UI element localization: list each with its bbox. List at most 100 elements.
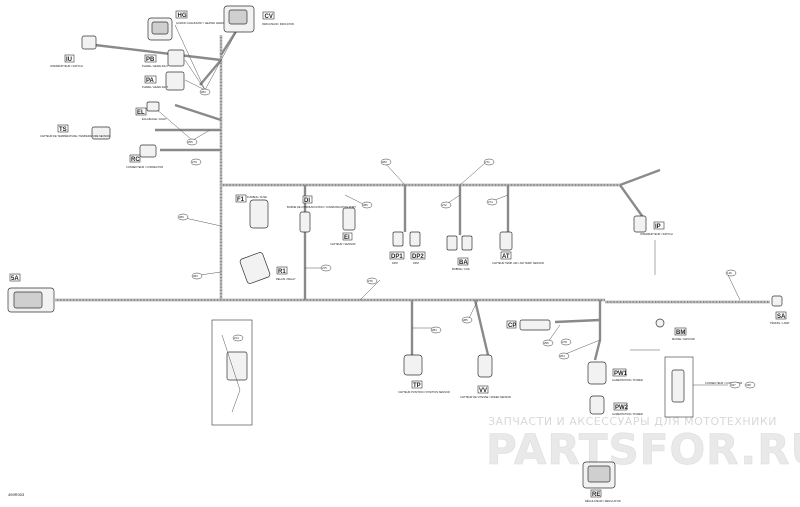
code-sa: SA — [777, 314, 786, 320]
ground-bm: BM MASSE / GROUND — [655, 318, 695, 341]
code-ip: IP — [655, 224, 661, 230]
detail-inset-relay — [211, 319, 253, 426]
connector-hg: HG GUIDON CHAUFFANT / HEATED HANDLEBAR — [147, 10, 232, 41]
desc-iu: INTERRUPTEUR / SWITCH — [50, 64, 83, 68]
watermark-logo: PARTSFOR.RU — [486, 425, 800, 474]
code-iu: IU — [66, 57, 72, 63]
sensor-at: AT CAPTEUR TEMP. AIR / AIR TEMP. SENSOR — [492, 231, 544, 265]
code-vv: VV — [479, 388, 487, 394]
desc-pa: PHARE / HEADLIGHT — [142, 85, 168, 89]
ref-r10: 272 — [442, 203, 447, 207]
desc-ts: CAPTEUR DE TEMPÉRATURE / TEMPERATURE SEN… — [40, 133, 110, 138]
code-ei: EI — [344, 235, 350, 241]
drawing-number: 459R003 — [8, 492, 25, 497]
desc-re: RÉGULATEUR / REGULATOR — [585, 498, 621, 503]
desc-cv: INDICATEUR / INDICATOR — [262, 22, 294, 26]
ref-r13: 276 — [368, 279, 373, 283]
connector-pw2: PW2 ALIMENTATION / POWER — [589, 395, 643, 416]
reference-numbers: 283 255 279 280 283 214 285 283 271 272 … — [177, 88, 756, 389]
ref-r3: 279 — [192, 160, 197, 164]
desc-hg: GUIDON CHAUFFANT / HEATED HANDLEBAR — [176, 21, 232, 25]
desc-rc: CONNECTEUR / CONNECTOR — [126, 165, 163, 169]
desc-tp: CAPTEUR POSITION / POSITION SENSOR — [398, 390, 450, 394]
code-bm: BM — [676, 330, 685, 336]
connector-pb: PB PHARE / HEADLIGHT — [142, 49, 185, 68]
desc-el: ÉCLAIRAGE / LIGHT — [142, 116, 167, 121]
sensor-tp: TP CAPTEUR POSITION / POSITION SENSOR — [398, 354, 450, 394]
connector-el: EL ÉCLAIRAGE / LIGHT — [135, 101, 167, 121]
desc-di: BORNE DE COMMUNICATION / COMMUNICATION P… — [287, 205, 356, 209]
ref-r7: 285 — [363, 203, 368, 207]
ref-r22: 146 — [727, 271, 732, 275]
connector-5a: 5A — [7, 273, 55, 313]
desc-sa: TÉMOIN / LAMP — [770, 320, 790, 325]
ref-r12: 275 — [322, 266, 327, 270]
code-r1: R1 — [278, 269, 286, 275]
sensor-ts: TS CAPTEUR DE TEMPÉRATURE / TEMPERATURE … — [40, 124, 111, 140]
code-hg: HG — [178, 13, 187, 19]
desc-connect: CONNECTEUR / CONNECTOR — [705, 381, 742, 385]
ref-r16: 256 — [544, 341, 549, 345]
ref-r11: 274 — [488, 200, 493, 204]
code-di: DI — [304, 198, 310, 204]
code-dp1: DP1 — [391, 254, 403, 260]
code-el: EL — [137, 110, 145, 116]
desc-f1: FUSIBLE / FUSE — [247, 195, 267, 199]
code-f1: F1 — [237, 197, 245, 203]
desc-vv: CAPTEUR DE VITESSE / SPEED SENSOR — [460, 395, 511, 399]
ref-r8: 283 — [382, 160, 387, 164]
desc-pw2: ALIMENTATION / POWER — [612, 412, 643, 416]
fuse-f1: F1 FUSIBLE / FUSE — [235, 194, 269, 229]
code-at: AT — [502, 254, 510, 260]
regulator-re: RE RÉGULATEUR / REGULATOR — [582, 461, 621, 503]
code-rc: RC — [131, 157, 140, 163]
desc-ip: INTERRUPTEUR / SWITCH — [640, 232, 673, 236]
ref-r15: 285 — [463, 318, 468, 322]
desc-ei: CAPTEUR / SENSOR — [330, 242, 356, 246]
watermark: ЗАПЧАСТИ И АКСЕССУАРЫ ДЛЯ МОТОТЕХНИКИ PA… — [486, 415, 800, 474]
desc-pb: PHARE / HEADLIGHT — [142, 64, 168, 68]
relay-r1: R1 RELAIS / RELAY — [239, 252, 296, 284]
code-cv: CV — [265, 14, 273, 20]
connector-cv: CV INDICATEUR / INDICATOR — [223, 5, 294, 33]
desc-dp1: DPM — [392, 261, 398, 265]
desc-bm: MASSE / GROUND — [672, 337, 695, 341]
code-pa: PA — [146, 78, 155, 84]
connector-iu: IU INTERRUPTEUR / SWITCH — [50, 35, 97, 68]
connector-dp2: DP2 DPM — [409, 231, 426, 265]
ref-r14: 284 — [432, 328, 437, 332]
code-cp: CP — [508, 323, 516, 329]
connector-cp: CP — [506, 319, 551, 331]
ref-r18: 278 — [562, 340, 567, 344]
desc-ba: BOBINE / COIL — [452, 267, 471, 271]
detail-inset-connector: CONNECTEUR / CONNECTOR — [664, 356, 742, 418]
ref-r1: 283 — [201, 90, 206, 94]
code-pb: PB — [146, 57, 155, 63]
connector-dp1: DP1 DPM — [389, 231, 405, 265]
desc-pw1: ALIMENTATION / POWER — [612, 378, 643, 382]
ref-r9: 271 — [485, 160, 490, 164]
ref-r20: 347 — [731, 383, 736, 387]
code-pw2: PW2 — [615, 405, 629, 411]
code-re: RE — [592, 492, 600, 498]
ref-r4: 280 — [179, 215, 184, 219]
coil-ba: BA BOBINE / COIL — [446, 235, 473, 271]
sensor-vv: VV CAPTEUR DE VITESSE / SPEED SENSOR — [460, 354, 511, 399]
desc-at: CAPTEUR TEMP. AIR / AIR TEMP. SENSOR — [492, 261, 544, 265]
code-5a: 5A — [11, 276, 19, 282]
lamp-sa: SA TÉMOIN / LAMP — [770, 295, 790, 325]
watermark-tagline: ЗАПЧАСТИ И АКСЕССУАРЫ ДЛЯ МОТОТЕХНИКИ — [488, 415, 777, 428]
connector-pa: PA PHARE / HEADLIGHT — [142, 71, 185, 91]
port-di: DI BORNE DE COMMUNICATION / COMMUNICATIO… — [287, 195, 356, 233]
code-ba: BA — [459, 260, 468, 266]
code-ts: TS — [59, 127, 67, 133]
switch-ip: IP INTERRUPTEUR / SWITCH — [633, 215, 673, 236]
connector-pw1: PW1 ALIMENTATION / POWER — [587, 361, 643, 385]
components: HG GUIDON CHAUFFANT / HEATED HANDLEBAR C… — [7, 5, 790, 503]
code-dp2: DP2 — [412, 254, 424, 260]
desc-r1: RELAIS / RELAY — [276, 277, 296, 281]
ref-r21: 348 — [746, 383, 751, 387]
harness-trunks — [55, 24, 770, 361]
ref-r5: 283 — [193, 274, 198, 278]
